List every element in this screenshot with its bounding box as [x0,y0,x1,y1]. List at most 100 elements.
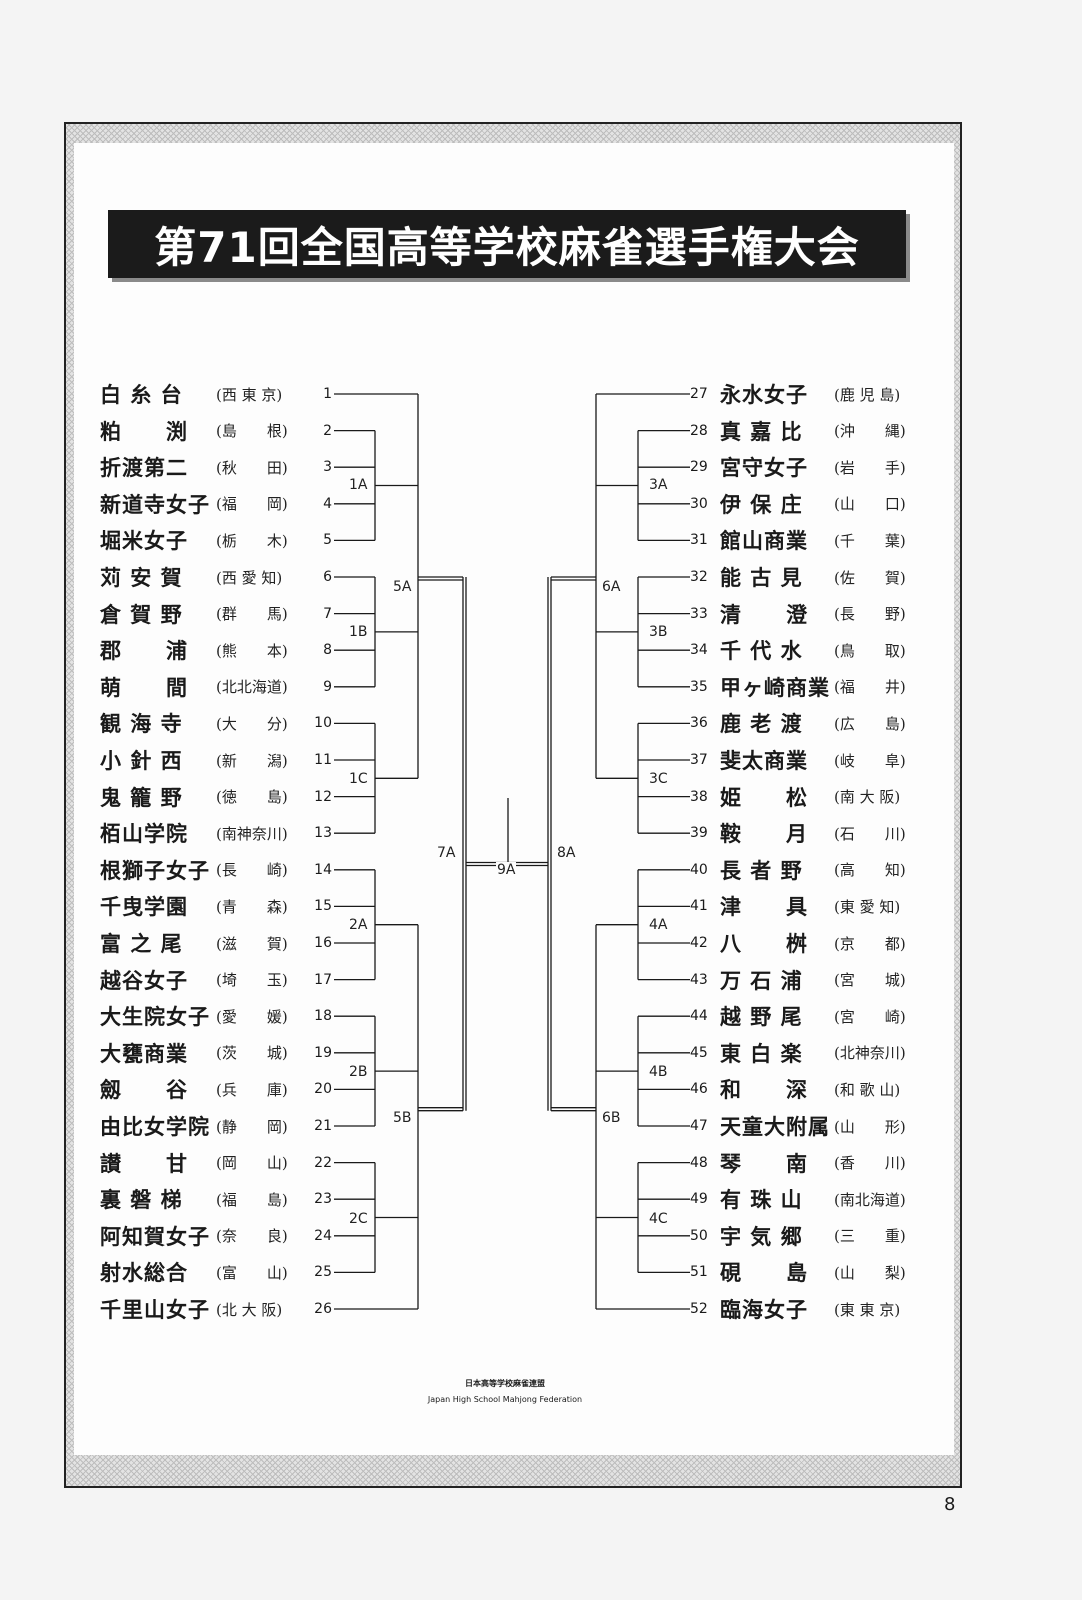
school-name: 越谷女子 [100,967,188,993]
school-name: 由比女学院 [100,1114,210,1139]
seed-number: 47 [690,1118,708,1134]
seed-number: 38 [690,788,708,805]
prefecture: (山 口) [834,495,906,514]
prefecture: (富 山) [216,1263,288,1282]
prefecture: (滋 賀) [216,934,288,953]
round-label-3b: 3B [648,624,669,640]
seed-number: 34 [690,642,708,659]
school-name: 清 澄 [720,601,808,627]
round-label-5a: 5A [392,579,413,595]
prefecture: (西 東 京) [216,385,283,404]
seed-number: 5 [323,532,332,549]
round-label-2c: 2C [348,1211,369,1227]
team-row: 苅 安 賀(西 愛 知)6 [100,562,332,592]
prefecture: (東 東 京) [834,1300,901,1319]
team-row: 郡 浦(熊 本)8 [100,635,332,665]
seed-number: 31 [690,532,708,549]
seed-number: 6 [323,569,332,585]
seed-number: 7 [323,605,332,622]
seed-number: 13 [314,825,332,842]
prefecture: (石 川) [834,824,906,843]
school-name: 小 針 西 [100,748,183,773]
prefecture: (奈 良) [216,1227,288,1246]
team-row: 千里山女子(北 大 阪)26 [100,1294,332,1324]
team-row: 倉 賀 野(群 馬)7 [100,599,332,629]
school-name: 長 者 野 [720,857,803,883]
seed-number: 8 [323,642,332,659]
prefecture: (岡 山) [216,1154,288,1173]
school-name: 天童大附属 [720,1114,830,1139]
prefecture: (高 知) [834,861,906,880]
school-name: 伊 保 庄 [720,491,803,517]
team-row: 40 長 者 野 (高 知) [690,855,924,885]
seed-number: 39 [690,825,708,842]
school-name: 折渡第二 [100,455,188,481]
school-name: 八 桝 [720,931,808,956]
prefecture: (南神奈川) [216,824,288,843]
prefecture: (栃 木) [216,531,288,550]
school-name: 栢山学院 [100,821,188,847]
school-name: 万 石 浦 [720,967,803,993]
team-row: 新道寺女子(福 岡)4 [100,489,332,519]
school-name: 鞍 月 [720,821,808,847]
seed-number: 40 [690,861,708,878]
team-row: 萌 間(北北海道)9 [100,672,332,702]
team-row: 折渡第二 (秋 田) 3 [100,452,332,482]
prefecture: (西 愛 知) [216,568,283,587]
prefecture: (福 岡) [216,495,288,514]
round-label-1b: 1B [348,624,369,640]
round-label-6b: 6B [601,1110,622,1126]
seed-number: 32 [690,569,708,585]
prefecture: (南 大 阪) [834,788,901,807]
seed-number: 23 [314,1191,332,1208]
school-name: 観 海 寺 [100,711,183,737]
school-name: 白 糸 台 [100,382,183,407]
school-name: 鹿 老 渡 [720,711,803,737]
school-name: 鬼 籠 野 [100,784,183,810]
seed-number: 3 [323,459,332,476]
school-name: 堀米女子 [100,528,188,554]
team-row: 千曳学園(青 森)15 [100,891,332,921]
round-label-5b: 5B [392,1110,413,1126]
round-label-7a: 7A [436,845,457,861]
school-name: 粕 渕 [100,418,188,444]
seed-number: 10 [314,715,332,732]
seed-number: 11 [314,752,332,768]
seed-number: 1 [323,386,332,402]
prefecture: (秋 田) [216,458,288,477]
seed-number: 44 [690,1008,708,1025]
seed-number: 25 [314,1264,332,1281]
seed-number: 16 [314,935,332,951]
prefecture: (和 歌 山) [834,1080,901,1099]
prefecture: (新 潟) [216,751,288,770]
school-name: 姫 松 [720,784,808,810]
school-name: 大生院女子 [100,1004,210,1030]
school-name: 越 野 尾 [720,1004,803,1030]
prefecture: (岐 阜) [834,751,906,770]
round-label-8a: 8A [556,845,577,861]
seed-number: 17 [314,971,332,988]
prefecture: (南北海道) [834,1190,906,1209]
prefecture: (群 馬) [216,605,288,624]
prefecture: (福 島) [216,1190,288,1209]
seed-number: 28 [690,422,708,439]
seed-number: 4 [323,495,332,512]
seed-number: 36 [690,715,708,732]
team-row: 阿知賀女子(奈 良)24 [100,1221,332,1251]
school-name: 千里山女子 [100,1297,210,1322]
team-row: 由比女学院(静 岡)21 [100,1111,332,1141]
prefecture: (東 愛 知) [834,897,901,916]
seed-number: 18 [314,1008,332,1025]
prefecture: (長 崎) [216,861,288,880]
